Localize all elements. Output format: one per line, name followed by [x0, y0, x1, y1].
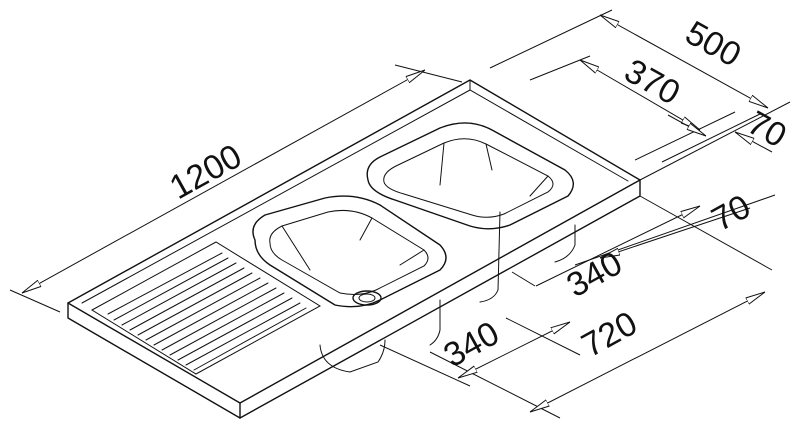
dim-label-340-right: 340: [560, 244, 628, 305]
left-bowl: [252, 195, 447, 373]
dim-line-720: [530, 292, 765, 412]
dim-line-70-back: [667, 114, 706, 136]
dim-label-70-front: 70: [705, 187, 757, 239]
dim-label-370: 370: [618, 52, 686, 113]
dim-label-500: 500: [679, 14, 747, 75]
dim-line-1200: [22, 70, 425, 293]
dim-line-370: [580, 60, 700, 130]
dim-label-1200: 1200: [163, 137, 248, 207]
dim-label-70-back: 70: [741, 104, 793, 156]
dim-line-340-right: [535, 206, 700, 287]
dim-line-70-front: [600, 207, 751, 258]
dim-label-340-left: 340: [437, 314, 505, 375]
dimension-lines: [9, 9, 791, 419]
drainboard-ribs: [107, 252, 307, 371]
dim-label-720: 720: [575, 304, 643, 365]
dim-line-340-left: [458, 322, 570, 378]
right-bowl: [366, 122, 576, 303]
drainboard: [91, 241, 321, 375]
dim-line-500: [600, 15, 768, 108]
sink-outline: [67, 79, 641, 419]
